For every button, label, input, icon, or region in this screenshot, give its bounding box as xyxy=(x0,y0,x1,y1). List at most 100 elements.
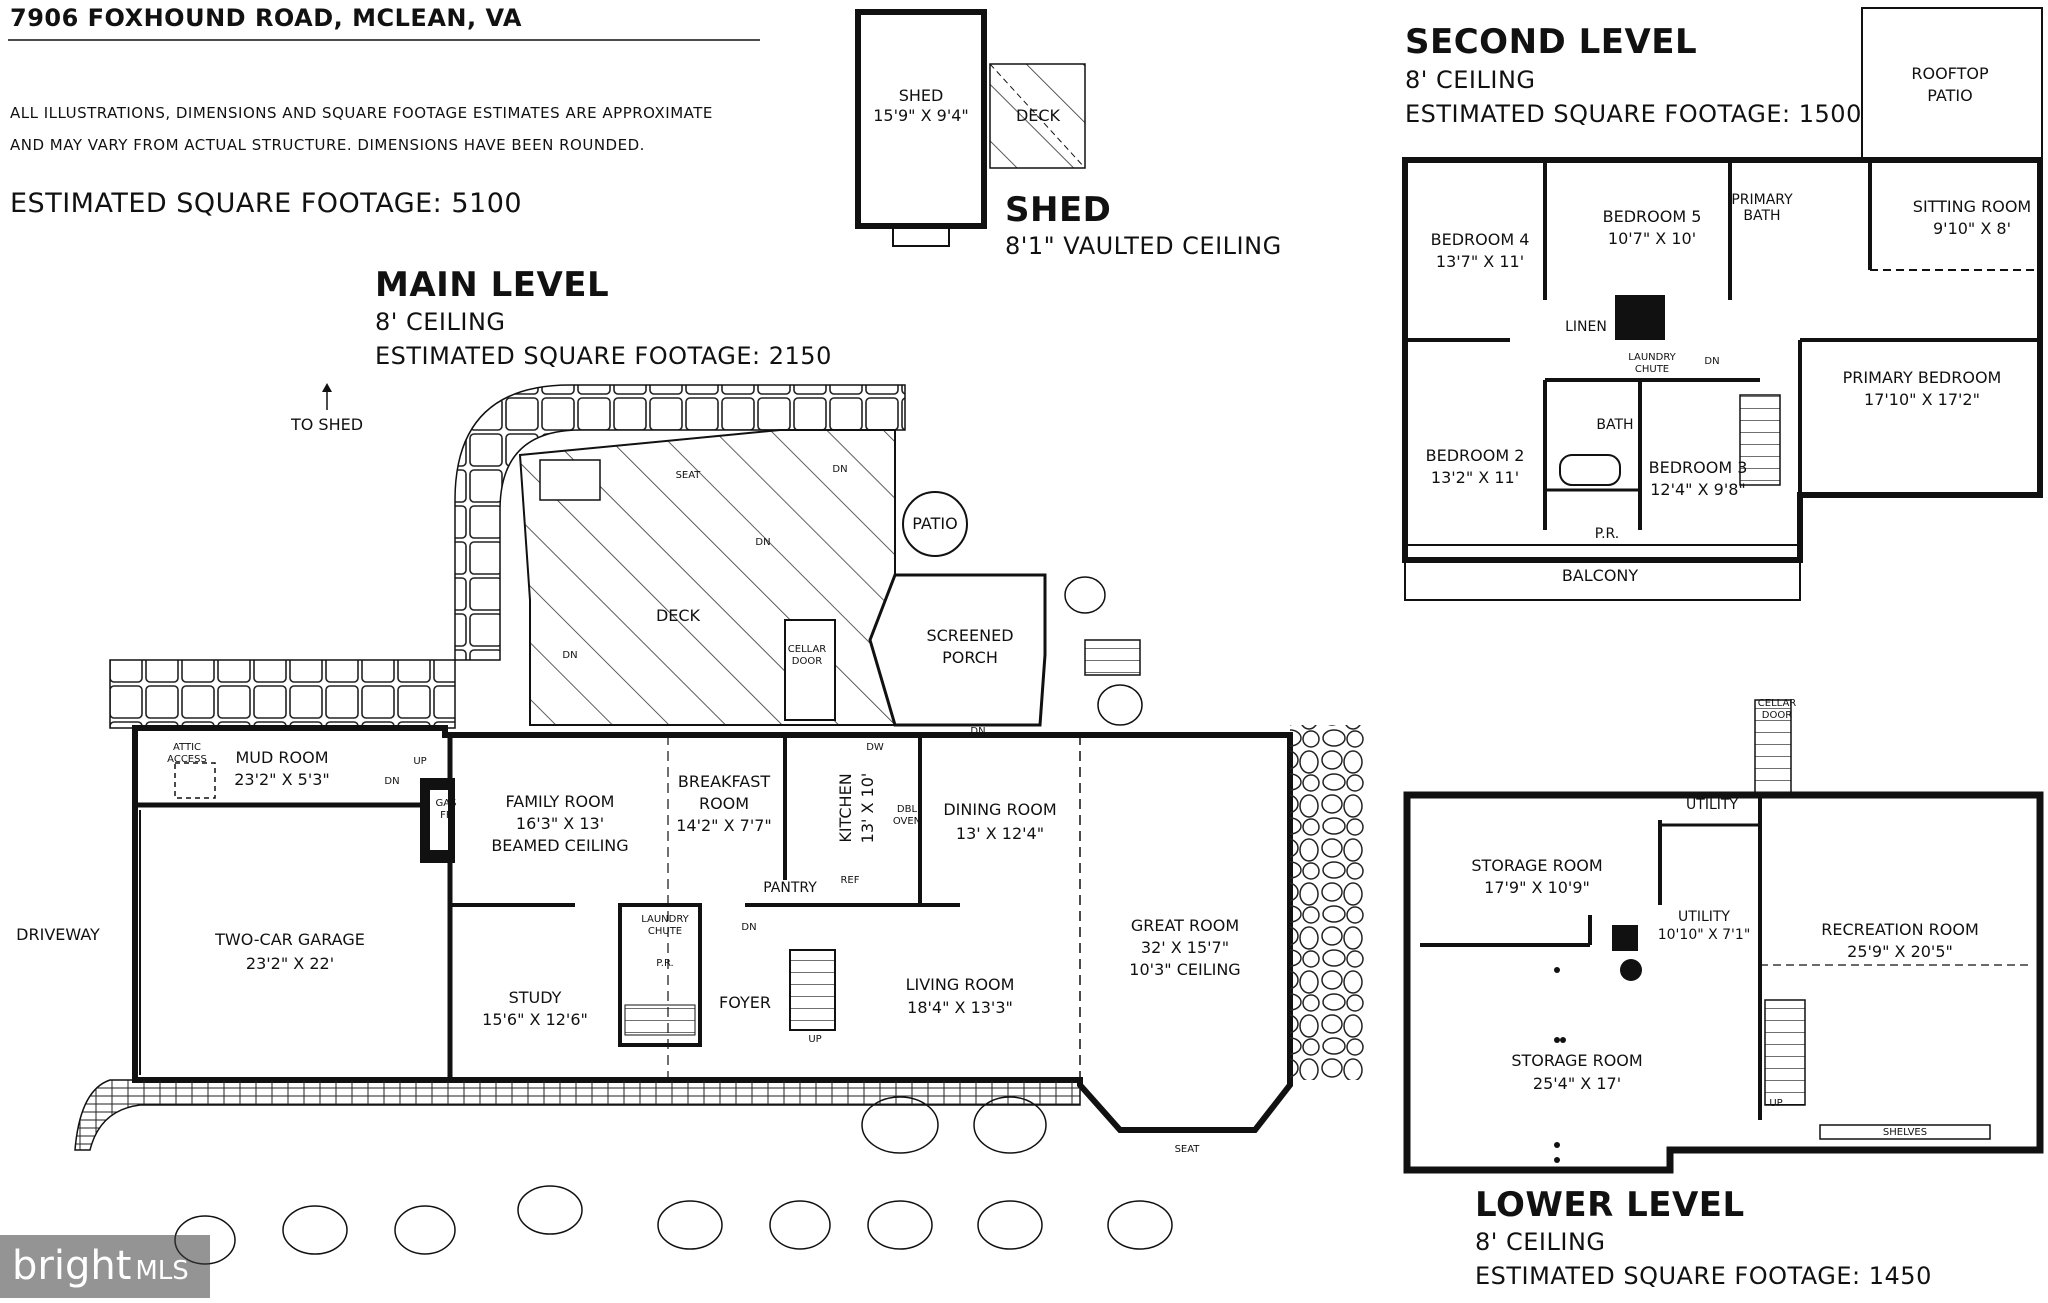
screened-porch-line1: SCREENED xyxy=(926,626,1014,645)
lower-level-plan xyxy=(1403,699,2044,1174)
disclaimer-line-1: ALL ILLUSTRATIONS, DIMENSIONS AND SQUARE… xyxy=(10,104,713,122)
property-address: 7906 FOXHOUND ROAD, MCLEAN, VA xyxy=(10,4,522,32)
watermark-suffix: MLS xyxy=(135,1256,189,1286)
great-room-dims: 32' X 15'7" xyxy=(1140,938,1230,957)
shed-room-dims: 15'9" X 9'4" xyxy=(873,106,969,125)
deck-stair-dn-2: DN xyxy=(755,537,771,548)
kitchen-dims: 13' X 10' xyxy=(858,772,877,844)
family-room-ceiling: BEAMED CEILING xyxy=(491,836,629,855)
storage-room-1-dims: 17'9" X 10'9" xyxy=(1484,878,1590,897)
to-shed-label: TO SHED xyxy=(290,415,364,434)
lower-level-ceiling: 8' CEILING xyxy=(1475,1228,1606,1256)
bedroom5-name: BEDROOM 5 xyxy=(1602,207,1702,226)
shed-plan xyxy=(855,9,1086,247)
lower-level-title: LOWER LEVEL xyxy=(1475,1185,1745,1225)
storage-room-2-dims: 25'4" X 17' xyxy=(1532,1074,1622,1093)
laundry-chute-line2: CHUTE xyxy=(647,926,683,937)
mud-room-stair-dn: DN xyxy=(384,776,400,787)
ref-label: REF xyxy=(840,875,860,886)
driveway-label: DRIVEWAY xyxy=(16,925,100,944)
watermark-brand: bright xyxy=(12,1243,132,1289)
shed-room-name: SHED xyxy=(898,86,944,105)
study-name: STUDY xyxy=(508,988,562,1007)
bedroom4-name: BEDROOM 4 xyxy=(1430,230,1530,249)
mud-room-name: MUD ROOM xyxy=(235,748,329,767)
great-room-ceiling: 10'3" CEILING xyxy=(1129,960,1241,979)
attic-access-line1: ATTIC xyxy=(172,742,202,753)
shed-title: SHED xyxy=(1005,190,1112,230)
mud-room-stair-up: UP xyxy=(413,756,427,767)
study-dims: 15'6" X 12'6" xyxy=(482,1010,588,1029)
storage-room-2-name: STORAGE ROOM xyxy=(1511,1051,1643,1070)
second-pr-label: P.R. xyxy=(1594,526,1620,542)
living-room-dims: 18'4" X 13'3" xyxy=(907,998,1013,1017)
sitting-room-dims: 9'10" X 8' xyxy=(1932,219,2012,238)
recreation-room-dims: 25'9" X 20'5" xyxy=(1847,942,1953,961)
breakfast-dims: 14'2" X 7'7" xyxy=(676,816,772,835)
oven-line1: DBL xyxy=(896,804,918,815)
deck-label: DECK xyxy=(655,606,701,625)
bedroom2-dims: 13'2" X 11' xyxy=(1430,468,1520,487)
dishwasher-label: DW xyxy=(866,742,884,753)
rooftop-patio-line1: ROOFTOP xyxy=(1911,64,1989,83)
powder-room-label: P.R. xyxy=(656,958,674,969)
utility-dims: 10'10" X 7'1" xyxy=(1657,927,1751,943)
family-room-name: FAMILY ROOM xyxy=(505,792,615,811)
bedroom3-name: BEDROOM 3 xyxy=(1648,458,1748,477)
main-level-ceiling: 8' CEILING xyxy=(375,308,506,336)
second-stair-dn: DN xyxy=(1704,356,1720,367)
shed-deck-label: DECK xyxy=(1015,106,1061,125)
rooftop-patio-line2: PATIO xyxy=(1927,86,1973,105)
bedroom3-dims: 12'4" X 9'8" xyxy=(1650,480,1746,499)
utility-name: UTILITY xyxy=(1678,909,1730,925)
breakfast-name-line2: ROOM xyxy=(698,794,750,813)
primary-bath-line1: PRIMARY xyxy=(1731,192,1793,208)
primary-bedroom-dims: 17'10" X 17'2" xyxy=(1864,390,1980,409)
deck-seat-label: SEAT xyxy=(675,470,701,481)
cellar-door-line2: DOOR xyxy=(791,656,823,667)
living-room-name: LIVING ROOM xyxy=(905,975,1015,994)
disclaimer-line-2: AND MAY VARY FROM ACTUAL STRUCTURE. DIME… xyxy=(10,136,645,154)
laundry-chute-2-line2: CHUTE xyxy=(1634,364,1670,375)
great-room-name: GREAT ROOM xyxy=(1130,916,1240,935)
porch-stair-dn: DN xyxy=(970,726,986,737)
breakfast-name-line1: BREAKFAST xyxy=(677,772,771,791)
deck-stair-dn-1: DN xyxy=(832,464,848,475)
foyer-name: FOYER xyxy=(719,993,771,1012)
linen-label: LINEN xyxy=(1565,319,1607,335)
mud-room-dims: 23'2" X 5'3" xyxy=(234,770,330,789)
dining-room-name: DINING ROOM xyxy=(943,800,1057,819)
bedroom2-name: BEDROOM 2 xyxy=(1425,446,1525,465)
garage-name: TWO-CAR GARAGE xyxy=(215,930,365,949)
bath-label: BATH xyxy=(1596,417,1634,433)
primary-bedroom-name: PRIMARY BEDROOM xyxy=(1842,368,2002,387)
laundry-chute-2-line1: LAUNDRY xyxy=(1628,352,1676,363)
shelves-label: SHELVES xyxy=(1882,1127,1928,1138)
dining-room-dims: 13' X 12'4" xyxy=(955,824,1045,843)
second-level-ceiling: 8' CEILING xyxy=(1405,66,1536,94)
recreation-room-name: RECREATION ROOM xyxy=(1821,920,1979,939)
shed-ceiling: 8'1" VAULTED CEILING xyxy=(1005,232,1282,260)
deck-stair-dn-3: DN xyxy=(562,650,578,661)
storage-room-1-name: STORAGE ROOM xyxy=(1471,856,1603,875)
total-square-footage: ESTIMATED SQUARE FOOTAGE: 5100 xyxy=(10,188,523,219)
main-level-sqft: ESTIMATED SQUARE FOOTAGE: 2150 xyxy=(375,342,832,370)
second-level-plan xyxy=(1402,7,2043,601)
balcony-label: BALCONY xyxy=(1561,566,1639,585)
foyer-stair-up: UP xyxy=(808,1034,822,1045)
garage-dims: 23'2" X 22' xyxy=(245,954,335,973)
oven-line2: OVEN xyxy=(892,816,922,827)
gas-fp-line2: FP xyxy=(440,810,452,821)
bedroom4-dims: 13'7" X 11' xyxy=(1435,252,1525,271)
family-room-dims: 16'3" X 13' xyxy=(515,814,605,833)
screened-porch-line2: PORCH xyxy=(942,648,998,667)
lower-level-sqft: ESTIMATED SQUARE FOOTAGE: 1450 xyxy=(1475,1262,1932,1290)
lower-stair-up: UP xyxy=(1769,1098,1783,1109)
kitchen-name: KITCHEN xyxy=(836,773,855,843)
utility-top-label: UTILITY xyxy=(1686,797,1738,813)
lower-cellar-door-line1: CELLAR xyxy=(1757,698,1797,709)
laundry-chute-line1: LAUNDRY xyxy=(641,914,689,925)
foyer-stair-dn: DN xyxy=(741,922,757,933)
